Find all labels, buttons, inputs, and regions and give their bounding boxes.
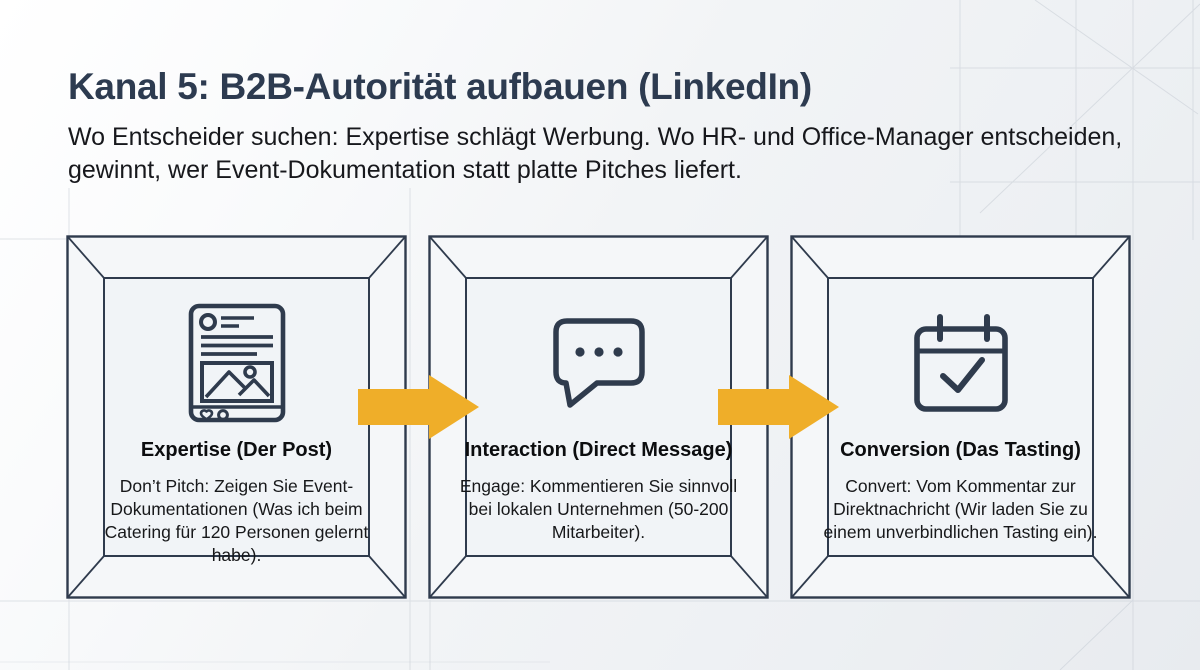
- step-description: Engage: Kommentieren Sie sinnvoll bei lo…: [459, 476, 738, 542]
- step-card-interaction: Interaction (Direct Message) Engage: Kom…: [428, 235, 769, 599]
- step-title: Expertise (Der Post): [140, 439, 333, 461]
- card-frame: [428, 235, 769, 599]
- step-title: Interaction (Direct Message): [464, 439, 733, 461]
- card-frame: [790, 235, 1131, 599]
- social-post-icon: [66, 301, 407, 425]
- step-card-expertise: Expertise (Der Post) Don’t Pitch: Zeigen…: [66, 235, 407, 599]
- step-card-conversion: Conversion (Das Tasting) Convert: Vom Ko…: [790, 235, 1131, 599]
- arrow-right-icon: [718, 375, 839, 439]
- chat-bubble-icon: [428, 301, 769, 425]
- calendar-check-icon: [790, 301, 1131, 425]
- step-description: Convert: Vom Kommentar zur Direktnachric…: [823, 476, 1098, 542]
- step-title: Conversion (Das Tasting): [840, 439, 1081, 461]
- arrow-right-icon: [358, 375, 479, 439]
- page-subtitle: Wo Entscheider suchen: Expertise schlägt…: [68, 123, 1123, 184]
- step-description: Don’t Pitch: Zeigen Sie Event-Dokumentat…: [104, 476, 369, 565]
- page-title: Kanal 5: B2B-Autorität aufbauen (LinkedI…: [68, 66, 812, 107]
